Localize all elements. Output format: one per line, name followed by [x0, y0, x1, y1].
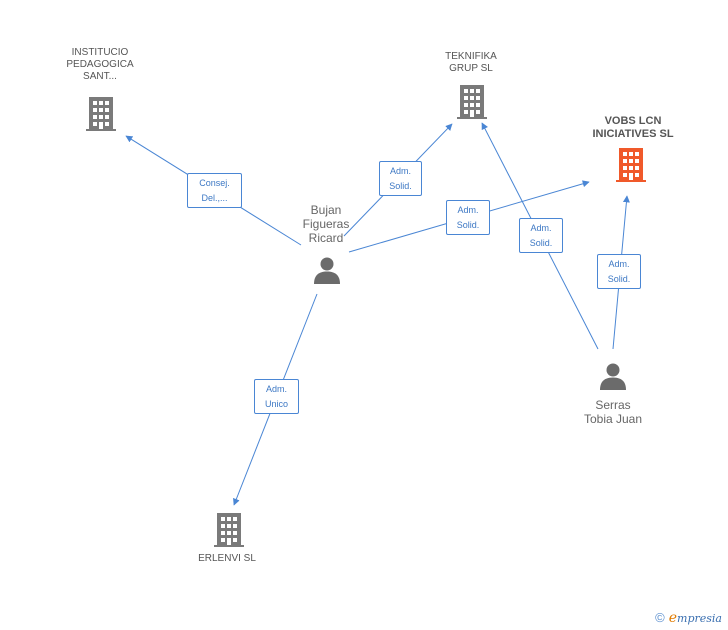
- company-label-vobs[interactable]: VOBS LCN INICIATIVES SL: [592, 115, 674, 140]
- edge-label-bujan-teknifika[interactable]: Adm. Solid.: [379, 161, 422, 196]
- person-label-bujan[interactable]: Bujan Figueras Ricard: [302, 203, 350, 245]
- edge-label-bujan-erlenvi[interactable]: Adm. Unico: [254, 379, 299, 414]
- person-icon-bujan[interactable]: [313, 256, 341, 284]
- building-icon-vobs[interactable]: [616, 148, 646, 182]
- building-icon-teknifika[interactable]: [457, 85, 487, 119]
- company-label-instituto[interactable]: INSTITUCIO PEDAGOGICA SANT...: [66, 47, 134, 82]
- edge-label-serras-vobs[interactable]: Adm. Solid.: [597, 254, 641, 289]
- brand-logo-text: mpresia: [677, 612, 722, 625]
- person-icon-serras[interactable]: [599, 362, 627, 390]
- brand-footer: ©empresia: [655, 610, 722, 626]
- edge-label-bujan-instituto[interactable]: Consej. Del.,...: [187, 173, 242, 208]
- edge-label-bujan-vobs[interactable]: Adm. Solid.: [446, 200, 490, 235]
- company-label-teknifika[interactable]: TEKNIFIKA GRUP SL: [445, 51, 497, 74]
- building-icon-erlenvi[interactable]: [214, 513, 244, 547]
- copyright-icon: ©: [655, 610, 665, 625]
- person-label-serras[interactable]: Serras Tobia Juan: [583, 398, 643, 426]
- building-icon-instituto[interactable]: [86, 97, 116, 131]
- brand-logo-initial: e: [668, 610, 678, 626]
- edge-label-serras-teknifika[interactable]: Adm. Solid.: [519, 218, 563, 253]
- company-label-erlenvi[interactable]: ERLENVI SL: [198, 553, 256, 564]
